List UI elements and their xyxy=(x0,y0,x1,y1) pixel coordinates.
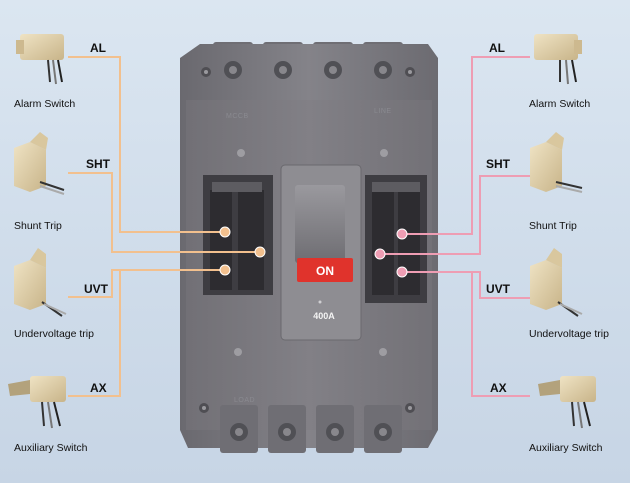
right-connection-dot xyxy=(374,248,386,260)
left-connection-dot xyxy=(254,246,266,258)
left-code-uvt: UVT xyxy=(84,282,109,296)
wire-left-al xyxy=(68,56,225,233)
right-accessory-pocket xyxy=(365,175,427,303)
auxiliary-switch-icon xyxy=(8,376,66,429)
right-label-auxiliary-switch: Auxiliary Switch xyxy=(529,442,603,454)
right-label-undervoltage-trip: Undervoltage trip xyxy=(529,328,609,340)
wire-left-sht xyxy=(68,172,260,253)
wire-right-al xyxy=(402,56,530,235)
rating-label: 400A xyxy=(313,311,335,321)
left-label-shunt-trip: Shunt Trip xyxy=(14,220,62,232)
alarm-switch-icon xyxy=(534,34,582,85)
mccb-breaker: MCCB LINE LOAD ON 400A xyxy=(180,42,438,453)
right-code-uvt: UVT xyxy=(486,282,511,296)
left-label-auxiliary-switch: Auxiliary Switch xyxy=(14,442,88,454)
right-connection-dot xyxy=(396,228,408,240)
load-terminals xyxy=(220,405,402,453)
left-label-alarm-switch: Alarm Switch xyxy=(14,98,75,110)
operating-handle xyxy=(295,185,345,263)
right-connection-dot xyxy=(396,266,408,278)
wire-left-uvt xyxy=(68,269,225,298)
left-code-al: AL xyxy=(90,41,106,55)
shunt-trip-icon xyxy=(530,132,583,193)
undervoltage-trip-icon xyxy=(530,248,583,317)
on-button xyxy=(297,258,353,282)
right-code-sht: SHT xyxy=(486,157,511,171)
wire-right-uvt xyxy=(402,271,530,299)
undervoltage-trip-icon xyxy=(14,248,67,317)
right-code-ax: AX xyxy=(490,381,507,395)
right-wiring xyxy=(380,56,530,397)
wire-left-ax xyxy=(68,270,121,397)
right-label-shunt-trip: Shunt Trip xyxy=(529,220,577,232)
shunt-trip-icon xyxy=(14,132,65,195)
load-marking: LOAD xyxy=(234,397,255,404)
mccb-marking: MCCB xyxy=(226,113,249,120)
left-code-ax: AX xyxy=(90,381,107,395)
alarm-switch-icon xyxy=(16,34,64,85)
left-code-sht: SHT xyxy=(86,157,111,171)
right-label-alarm-switch: Alarm Switch xyxy=(529,98,590,110)
on-label: ON xyxy=(316,264,334,278)
line-marking: LINE xyxy=(374,108,392,115)
left-label-undervoltage-trip: Undervoltage trip xyxy=(14,328,94,340)
left-accessory-pocket xyxy=(203,175,273,295)
wire-right-sht xyxy=(380,175,530,255)
left-connection-dot xyxy=(219,226,231,238)
left-connection-dot xyxy=(219,264,231,276)
wire-right-ax xyxy=(471,272,530,397)
left-wiring xyxy=(68,56,260,397)
right-code-al: AL xyxy=(489,41,505,55)
auxiliary-switch-icon xyxy=(538,376,596,429)
